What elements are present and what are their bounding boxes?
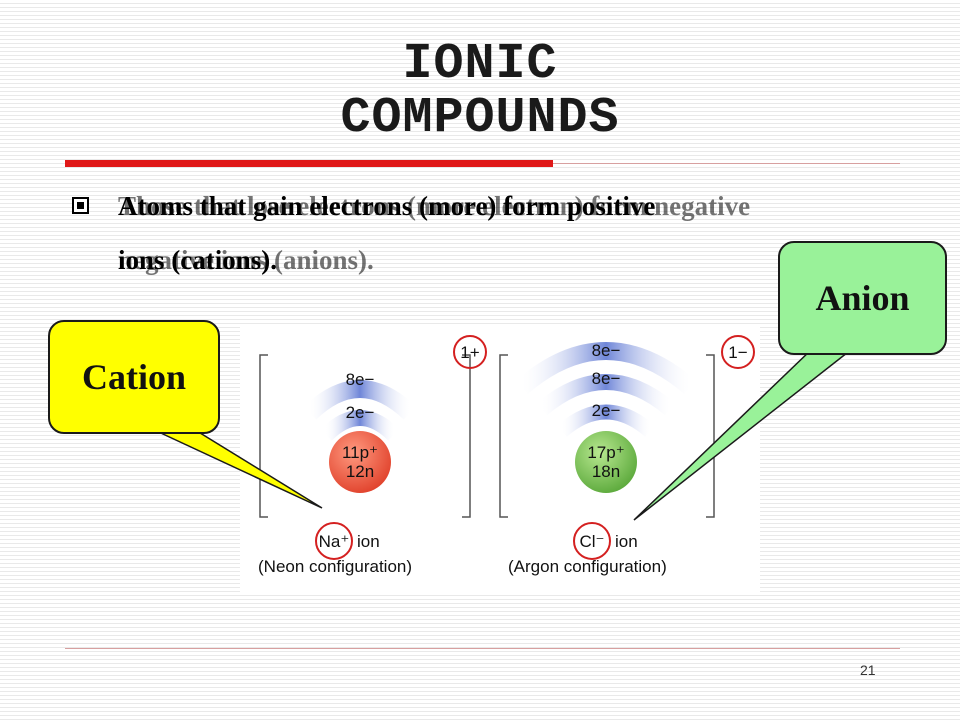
title-underline-bar [65, 160, 553, 167]
na-bracket-left [259, 354, 268, 518]
na-configuration: (Neon configuration) [258, 557, 412, 576]
na-shell-label-outer: 8e− [346, 370, 375, 389]
na-protons: 11p⁺ [342, 443, 378, 462]
slide-title-line2: COMPOUNDS [340, 90, 620, 147]
na-bracket-right [462, 354, 471, 518]
cl-shell-middle [536, 374, 676, 416]
na-shell-outer [303, 380, 417, 420]
cl-neutrons: 18n [592, 462, 620, 481]
divider-line-bottom [65, 648, 900, 649]
cl-symbol-circle [573, 522, 611, 560]
cl-charge: 1− [728, 343, 747, 362]
cl-charge-circle [721, 335, 755, 369]
na-charge: 1+ [460, 343, 479, 362]
cl-nucleus [575, 431, 637, 493]
cl-protons: 17p⁺ [587, 443, 624, 462]
na-shell-inner [320, 410, 400, 441]
na-charge-circle [453, 335, 487, 369]
slide-number: 21 [860, 662, 876, 678]
anion-pointer [633, 348, 855, 521]
bullet-text-line1: Atoms that gain electrons (more) form po… [118, 191, 656, 221]
cl-bracket-right [706, 354, 715, 518]
cation-pointer [149, 427, 323, 509]
bullet-square-icon [72, 197, 89, 214]
cl-ion-word: ion [615, 532, 638, 551]
cl-shell-label-inner: 2e− [592, 401, 621, 420]
slide-title-line1: IONIC [402, 36, 558, 93]
ion-diagram: 8e− 2e− 11p⁺ 12n 1+ Na⁺ ion (Neon config… [240, 325, 760, 593]
na-ion-word: ion [357, 532, 380, 551]
bullet-text-line2-overlap: negative ions (anions). [118, 245, 374, 275]
cl-configuration: (Argon configuration) [508, 557, 667, 576]
na-nucleus [329, 431, 391, 493]
cl-shell-inner [557, 404, 655, 437]
cl-shell-outer [516, 342, 696, 394]
slide-title: IONIC COMPOUNDS [240, 38, 720, 146]
cation-callout: Cation [48, 320, 220, 434]
bullet-text-line2: ions (cations). [118, 245, 278, 275]
cl-shell-label-middle: 8e− [592, 369, 621, 388]
cl-ion-symbol: Cl⁻ [579, 532, 604, 551]
na-ion-symbol: Na⁺ [319, 532, 350, 551]
na-symbol-circle [315, 522, 353, 560]
cl-shell-label-outer: 8e− [592, 341, 621, 360]
na-shell-label-inner: 2e− [346, 403, 375, 422]
divider-line-top [553, 163, 900, 164]
cl-bracket-left [499, 354, 508, 518]
bullet-text-line1-overlap: Those that lose electrons (more electron… [118, 191, 751, 221]
na-neutrons: 12n [346, 462, 374, 481]
anion-callout: Anion [778, 241, 947, 355]
